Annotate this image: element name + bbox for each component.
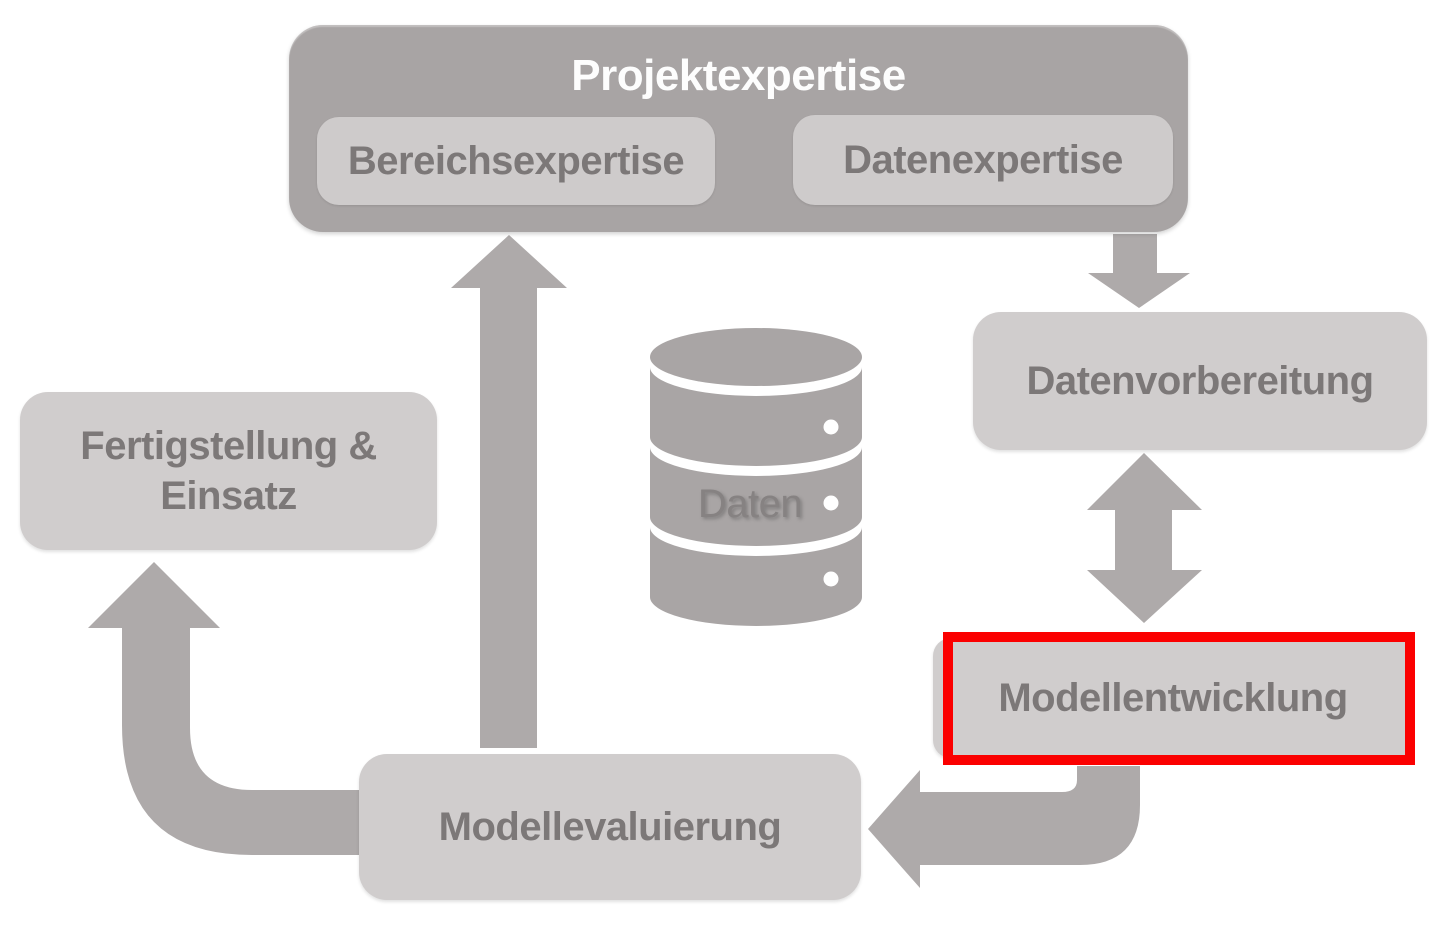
arrow-double-vertical-icon [1087,453,1202,623]
finalization-node: Fertigstellung & Einsatz [20,392,437,550]
database-label: Daten [697,482,803,526]
model-evaluation-label: Modellevaluierung [438,804,782,849]
arrow-up-long [451,235,567,748]
data-expertise-label: Datenexpertise [843,137,1123,182]
area-expertise-label: Bereichsexpertise [347,138,685,183]
database-dot [823,495,839,511]
database-dot [823,419,839,435]
arrow-elbow-left-icon [868,766,1140,888]
project-expertise-title: Projektexpertise [571,51,906,100]
arrow-down-icon [1088,234,1190,308]
area-expertise-node: Bereichsexpertise [317,117,715,205]
model-development-label: Modellentwicklung [998,675,1348,720]
data-expertise-node: Datenexpertise [793,115,1173,205]
arrow-elbow-up-icon [88,562,360,855]
finalization-label: Fertigstellung & Einsatz [80,424,377,518]
database-dot [823,571,839,587]
data-preparation-node: Datenvorbereitung [973,312,1427,450]
model-development-node[interactable]: Modellentwicklung [933,638,1413,758]
data-preparation-label: Datenvorbereitung [1026,358,1374,403]
database-icon [650,328,862,626]
highlight-box [943,632,1415,765]
model-evaluation-node: Modellevaluierung [359,754,861,900]
